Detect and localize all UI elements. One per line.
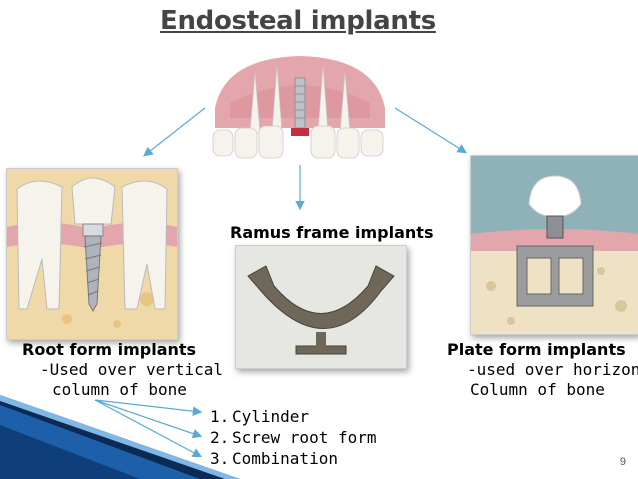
page-title: Endosteal implants [160, 6, 436, 36]
top-implant-image [205, 48, 395, 163]
list-item: 1.Cylinder [210, 407, 310, 426]
ramus-frame-label: Ramus frame implants [230, 223, 434, 242]
root-form-desc-line1: -Used over vertical [40, 360, 224, 379]
root-form-desc-line2: column of bone [52, 380, 187, 399]
list-item: 2.Screw root form [210, 428, 377, 447]
page-number: 9 [619, 456, 626, 468]
plate-form-image [470, 155, 638, 335]
root-form-types-list: 1.Cylinder 2.Screw root form 3.Combinati… [210, 406, 377, 469]
root-form-label: Root form implants [22, 340, 197, 359]
plate-form-desc-line2: Column of bone [470, 380, 605, 399]
plate-form-desc-line1: -used over horizont [467, 360, 638, 379]
plate-form-label: Plate form implants [447, 340, 626, 359]
root-form-image [6, 168, 178, 340]
list-item: 3.Combination [210, 449, 338, 468]
ramus-frame-image [235, 245, 407, 369]
decorative-corner-band [0, 395, 240, 479]
